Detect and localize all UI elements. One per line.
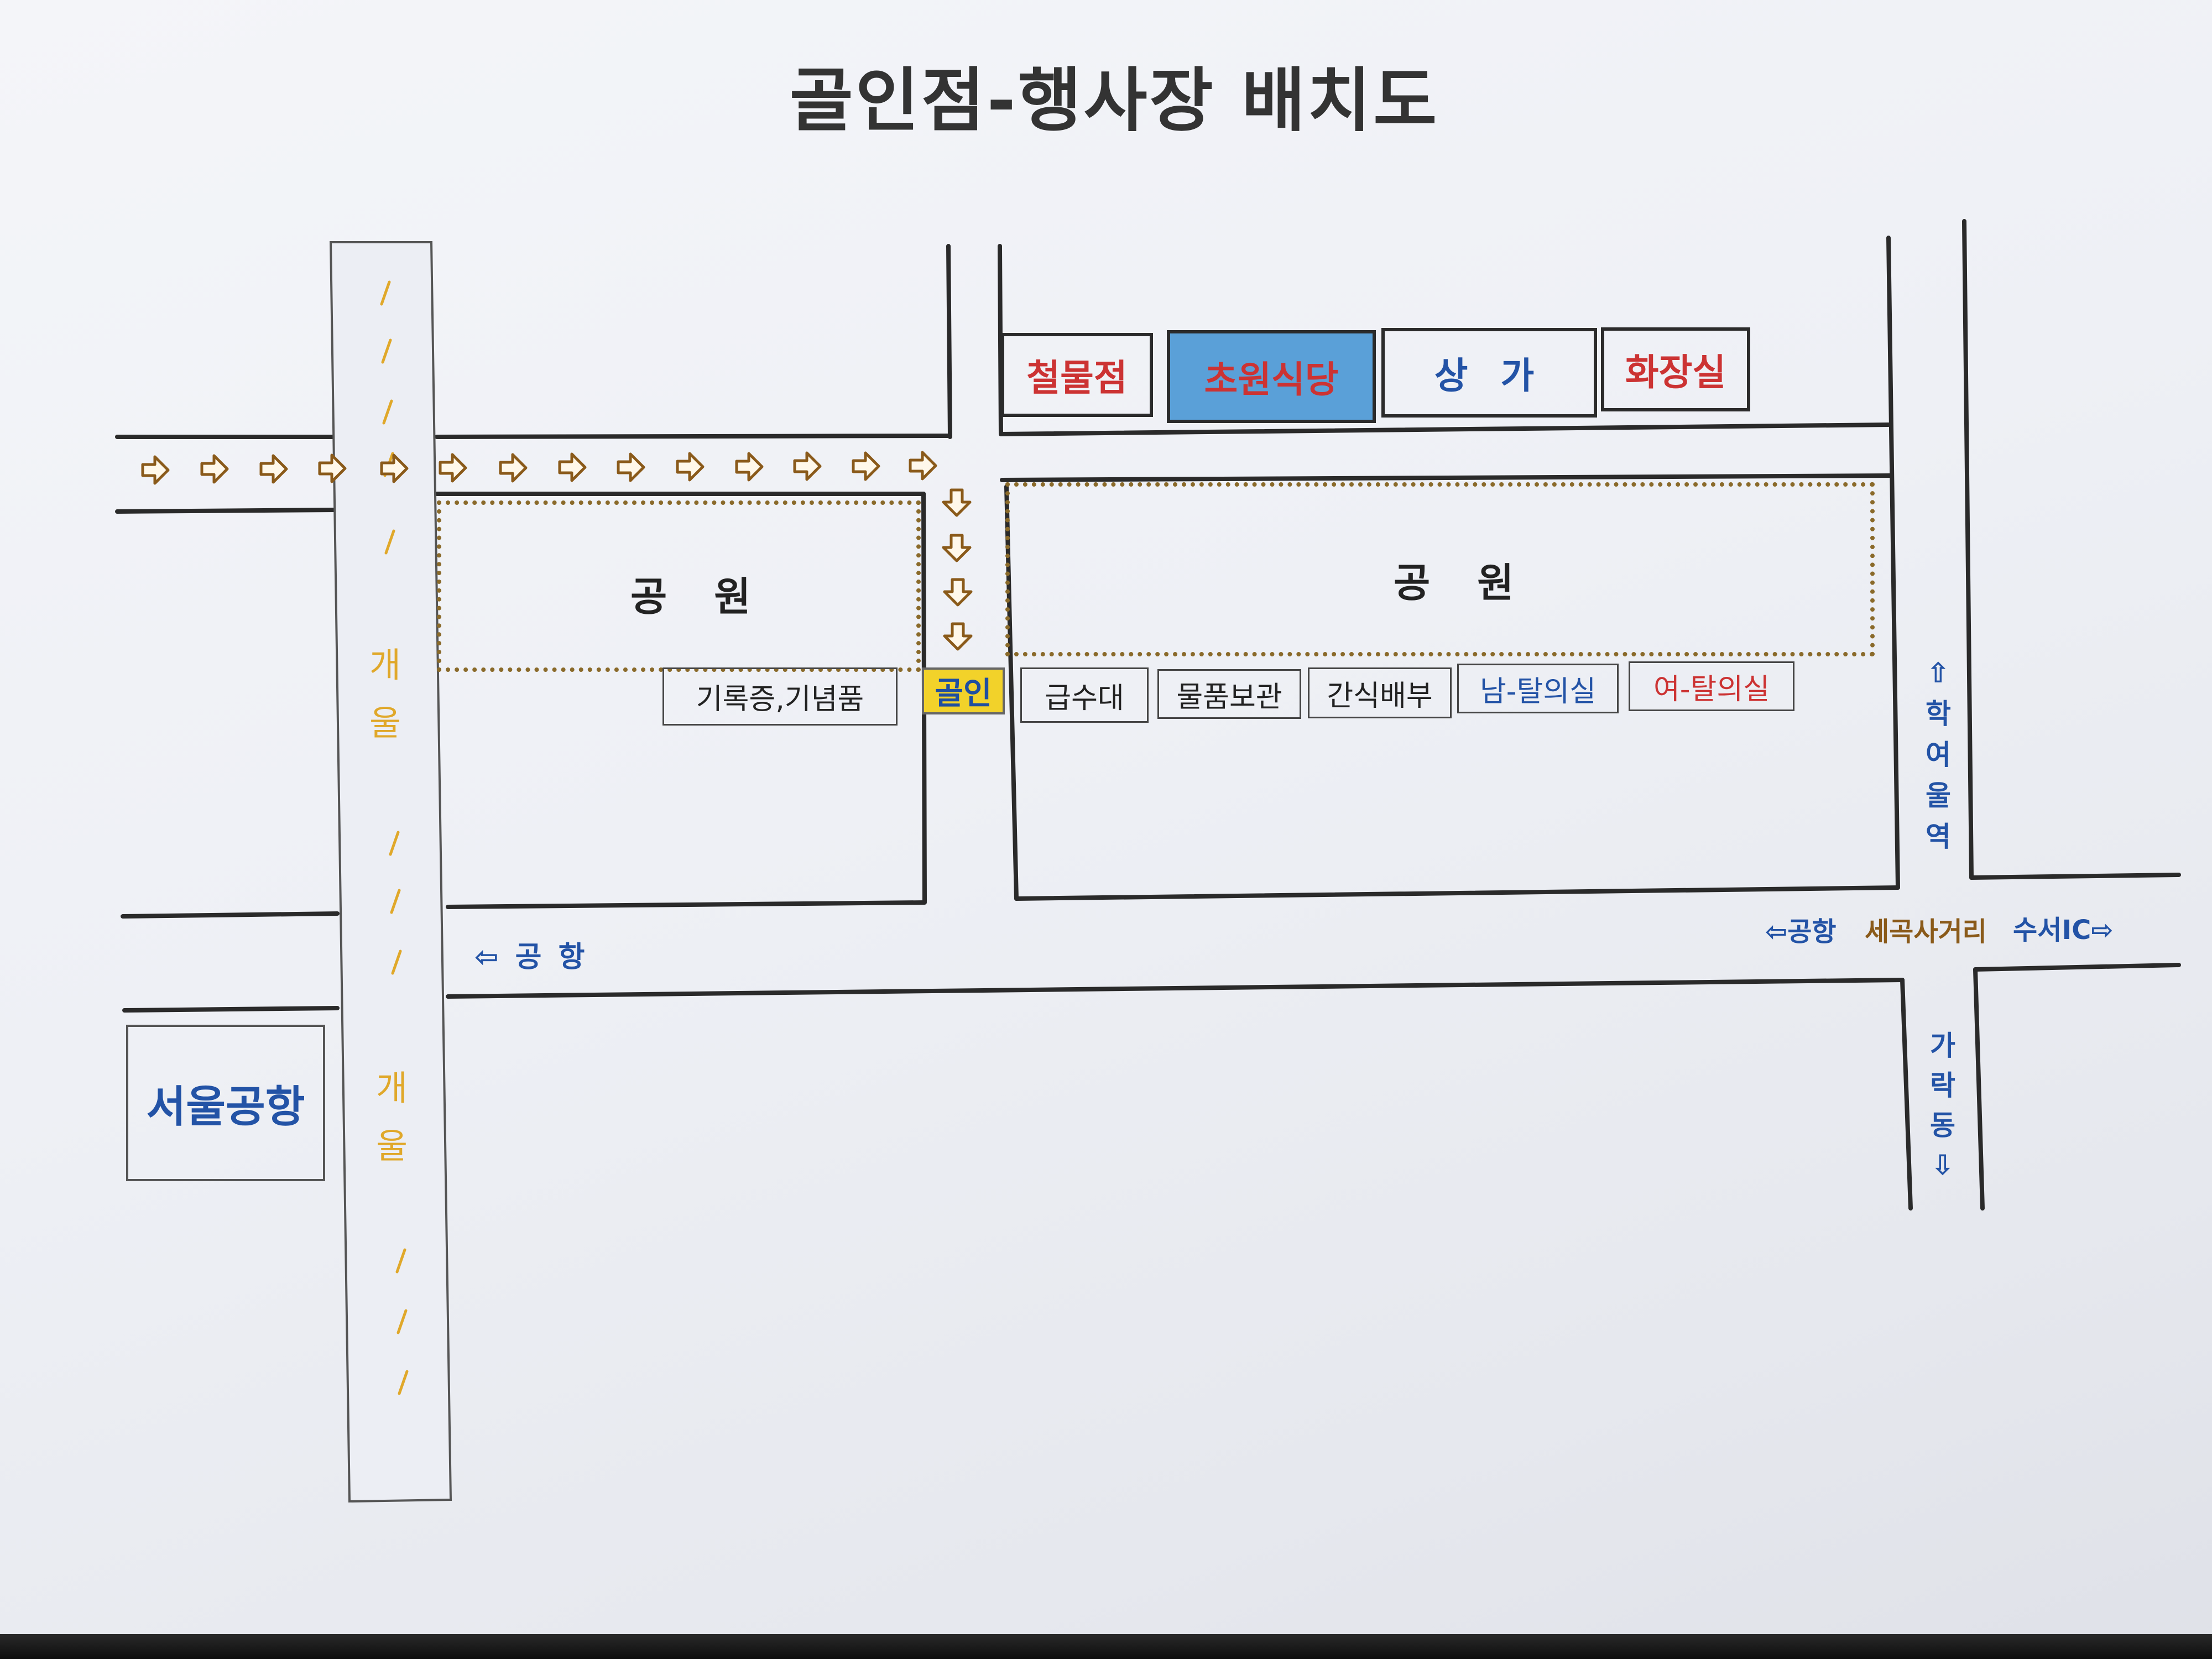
stall-women-changing: 여-탈의실 (1629, 661, 1794, 711)
direction-station: ⇧ 학 여 울 역 (1926, 653, 1951, 857)
stall-snack: 간식배부 (1308, 667, 1452, 718)
route-arrows-right (141, 451, 937, 485)
road-edge (435, 434, 952, 439)
store-shops: 상 가 (1381, 328, 1597, 418)
road-edge (1962, 219, 1974, 880)
park-right (1005, 482, 1875, 656)
stream-label-lower: 개 울 (376, 1059, 408, 1175)
road-edge (1000, 473, 1892, 482)
store-restroom: 화장실 (1601, 327, 1750, 411)
dong-char: 가 (1930, 1030, 1955, 1062)
road-edge (115, 508, 340, 514)
photo-edge-shadow (0, 1634, 2212, 1659)
intersection-name: 세곡사거리 (1865, 916, 1987, 947)
dong-char: 동 (1930, 1109, 1955, 1141)
road-edge (999, 422, 1891, 436)
station-char: 여 (1926, 739, 1951, 771)
stream-char: 울 (369, 703, 401, 743)
stream-char: 개 (369, 645, 401, 685)
store-hardware: 철물점 (1001, 333, 1153, 417)
road-edge (1886, 236, 1900, 890)
stall-record-souvenir: 기록증,기념품 (662, 667, 898, 726)
road-edge (446, 978, 1905, 999)
road-edge (446, 900, 927, 909)
stall-storage: 물품보관 (1157, 669, 1301, 719)
route-arrows-down (942, 488, 973, 651)
road-edge (122, 1006, 340, 1013)
direction-to-airport: ⇦ 공 항 (474, 941, 588, 974)
road-edge (998, 244, 1003, 436)
station-char: 학 (1926, 698, 1951, 730)
intersection-airport: ⇦공항 (1765, 916, 1837, 947)
road-edge (946, 244, 952, 439)
goal-marker: 골인 (922, 667, 1005, 714)
seoul-airport-box: 서울공항 (126, 1025, 325, 1181)
road-edge (121, 911, 340, 919)
station-char: 역 (1926, 821, 1951, 853)
stall-water: 급수대 (1020, 667, 1149, 723)
stream-char: 개 (376, 1068, 408, 1108)
road-edge (1014, 885, 1900, 901)
road-edge (1900, 978, 1913, 1211)
road-edge (1973, 967, 1985, 1211)
down-arrow-icon: ⇩ (1931, 1149, 1954, 1181)
page-title: 골인점-행사장 배치도 (789, 61, 1439, 141)
station-char: 울 (1926, 780, 1951, 812)
park-right-label: 공 원 (1394, 560, 1531, 606)
road-edge (1969, 873, 2181, 880)
road-edge (1973, 963, 2181, 972)
stream-strip (329, 241, 452, 1503)
direction-garak-dong: 가 락 동 ⇩ (1930, 1026, 1955, 1185)
store-restaurant: 초원식당 (1167, 330, 1376, 423)
stream-label-upper: 개 울 (369, 636, 401, 752)
park-left (437, 500, 921, 672)
dong-char: 락 (1930, 1070, 1955, 1102)
stream-char: 울 (376, 1126, 408, 1166)
park-left-label: 공 원 (630, 573, 768, 620)
stall-men-changing: 남-탈의실 (1457, 664, 1619, 713)
stream-slashes (380, 280, 409, 1395)
up-arrow-icon: ⇧ (1927, 657, 1950, 689)
intersection-ic: 수서IC⇨ (2013, 915, 2114, 946)
